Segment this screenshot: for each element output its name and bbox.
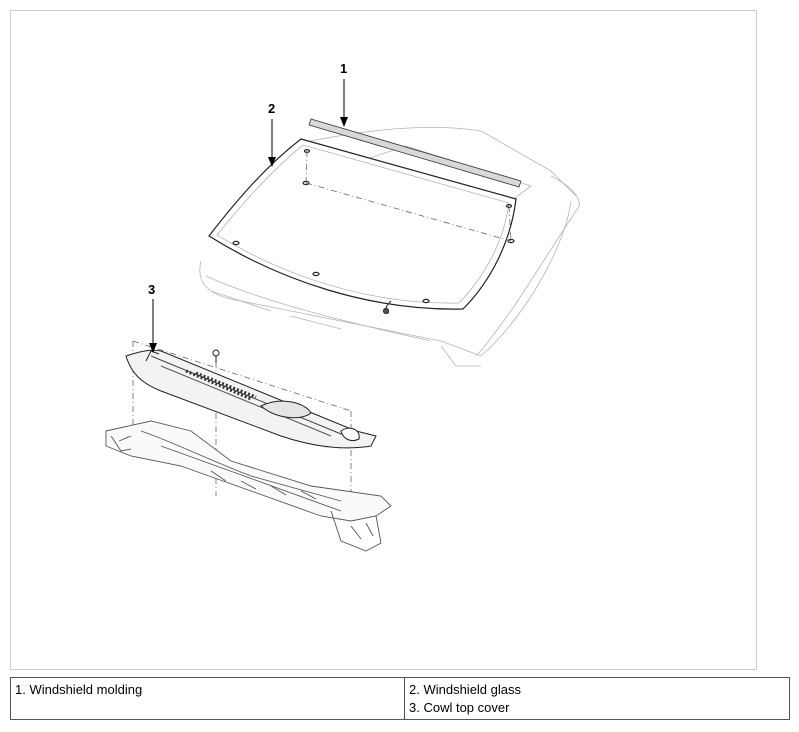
legend-cell-left: 1. Windshield molding (10, 677, 405, 720)
cowl-top-cover (125, 349, 377, 449)
parts-legend-table: 1. Windshield molding 2. Windshield glas… (10, 677, 790, 720)
callout-3: 3 (148, 282, 155, 297)
legend-item-cowl-top-cover: 3. Cowl top cover (409, 700, 510, 715)
legend-cell-right: 2. Windshield glass 3. Cowl top cover (404, 677, 790, 720)
legend-row: 1. Windshield molding 2. Windshield glas… (10, 677, 790, 720)
windshield-molding (308, 118, 522, 188)
cowl-panel (105, 420, 392, 552)
diagram-drawing: 1 2 3 (105, 61, 580, 552)
exploded-diagram: 1 2 3 (10, 10, 757, 670)
legend-item-windshield-molding: 1. Windshield molding (15, 682, 143, 697)
legend-item-windshield-glass: 2. Windshield glass (409, 682, 521, 697)
windshield-glass (208, 138, 517, 315)
leader-arrows (152, 79, 345, 347)
callout-1: 1 (340, 61, 347, 76)
callout-2: 2 (268, 101, 275, 116)
